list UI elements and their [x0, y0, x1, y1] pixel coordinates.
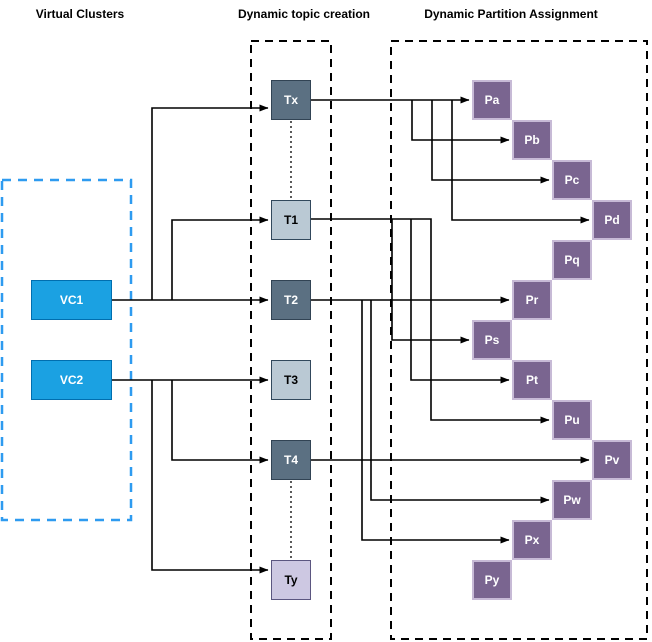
partition-pc-node: Pc — [552, 160, 592, 200]
edge-t1-ps — [391, 219, 470, 344]
partition-pq-node: Pq — [552, 240, 592, 280]
edge-vc2-ty — [151, 380, 269, 574]
edge-tx-pc — [431, 100, 550, 184]
edge-t1-pt — [410, 219, 510, 384]
partition-pv-node: Pv — [592, 440, 632, 480]
partition-pr-node: Pr — [512, 280, 552, 320]
partition-pd-node: Pd — [592, 200, 632, 240]
topic-creation-group-outline — [250, 40, 332, 640]
edge-vc1-t1 — [171, 216, 269, 300]
edge-t1-pu — [311, 218, 550, 424]
topic-tx-node: Tx — [271, 80, 311, 120]
partition-assignment-group-outline — [390, 40, 648, 640]
virtual-clusters-group-outline — [0, 178, 133, 522]
vc2-node: VC2 — [31, 360, 112, 400]
vc1-node: VC1 — [31, 280, 112, 320]
partition-assignment-title: Dynamic Partition Assignment — [424, 7, 598, 21]
edge-tx-pd — [451, 100, 590, 224]
edge-vc1-tx — [151, 104, 269, 300]
edge-t2-px — [361, 300, 510, 544]
partition-px-node: Px — [512, 520, 552, 560]
topic-t1-node: T1 — [271, 200, 311, 240]
topic-ty-node: Ty — [271, 560, 311, 600]
partition-pw-node: Pw — [552, 480, 592, 520]
partition-py-node: Py — [472, 560, 512, 600]
partition-pt-node: Pt — [512, 360, 552, 400]
virtual-clusters-title: Virtual Clusters — [35, 7, 125, 21]
edge-t2-pw — [370, 300, 550, 504]
partition-ps-node: Ps — [472, 320, 512, 360]
edge-vc2-t4 — [171, 380, 269, 464]
edge-tx-pb — [411, 100, 510, 144]
partition-pu-node: Pu — [552, 400, 592, 440]
topic-creation-title: Dynamic topic creation — [237, 7, 371, 21]
partition-pb-node: Pb — [512, 120, 552, 160]
topic-t2-node: T2 — [271, 280, 311, 320]
partition-pa-node: Pa — [472, 80, 512, 120]
topic-t3-node: T3 — [271, 360, 311, 400]
topic-t4-node: T4 — [271, 440, 311, 480]
